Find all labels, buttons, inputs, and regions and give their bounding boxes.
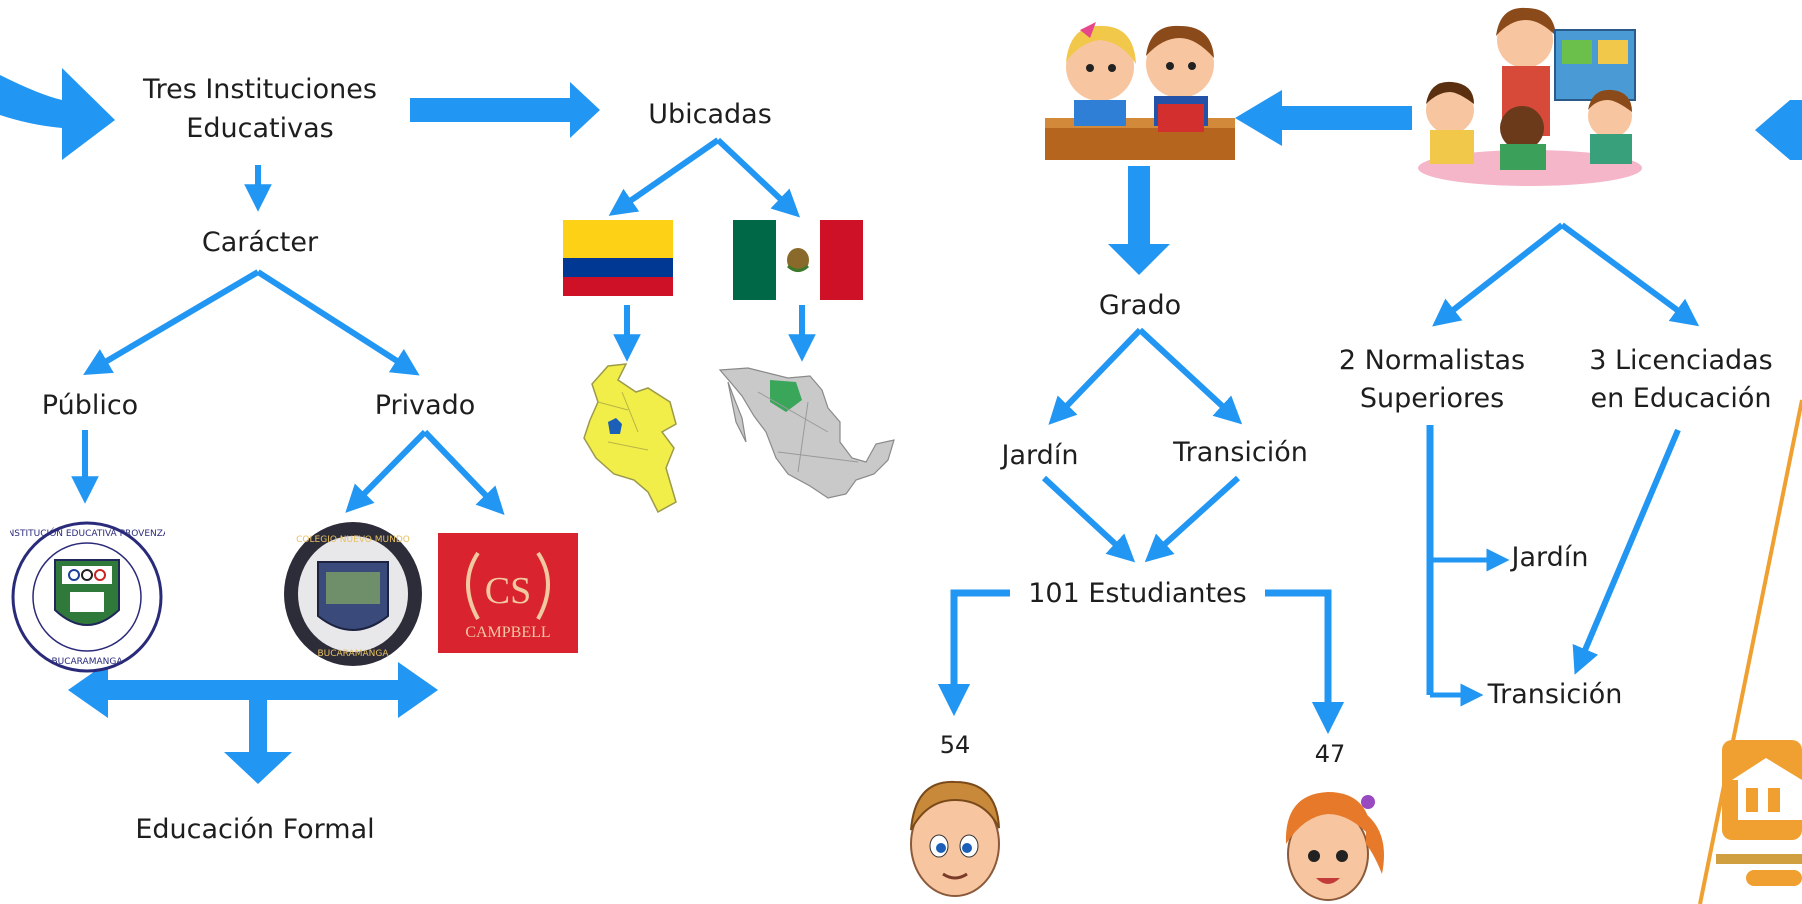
licenciadas-to-transition-arrow bbox=[1572, 428, 1681, 675]
colombia-map-icon bbox=[583, 363, 677, 514]
campbell-monogram: CS bbox=[485, 570, 531, 612]
children-to-grade-arrow bbox=[1108, 166, 1170, 275]
nuevo-mundo-seal-icon: COLEGIO NUEVO MUNDO BUCARAMANGA bbox=[284, 522, 422, 666]
girls-count: 47 bbox=[1314, 740, 1346, 768]
private-to-seal-right-arrow bbox=[422, 429, 505, 515]
located-to-mexico-arrow bbox=[715, 137, 801, 218]
licenciadas-line1: 3 Licenciadas bbox=[1589, 345, 1773, 376]
boy-face-icon bbox=[910, 780, 1000, 897]
transition-to-students-arrow bbox=[1144, 475, 1241, 563]
teacher-transition-node: Transición bbox=[1487, 679, 1623, 710]
kinder-to-students-arrow bbox=[1041, 475, 1136, 563]
entry-right-arrow bbox=[1755, 100, 1802, 160]
normalistas-line1: 2 Normalistas bbox=[1338, 345, 1526, 376]
transition-node: Transición bbox=[1173, 437, 1308, 468]
grade-to-kinder-arrow bbox=[1048, 327, 1143, 425]
university-logo-icon bbox=[1716, 740, 1802, 886]
teacher-with-kids-icon bbox=[1418, 7, 1642, 186]
provenza-seal-icon: INSTITUCIÓN EDUCATIVA PROVENZA BUCARAMAN… bbox=[10, 521, 165, 673]
students-node: 101 Estudiantes bbox=[1028, 578, 1247, 609]
root-node-line2: Educativas bbox=[186, 113, 334, 144]
character-to-public-arrow bbox=[83, 269, 260, 376]
teacher-kinder-node: Jardín bbox=[1511, 542, 1589, 573]
girl-face-icon bbox=[1285, 792, 1384, 901]
public-node: Público bbox=[41, 390, 139, 421]
students-to-girls-arrow bbox=[1265, 589, 1345, 735]
kinder-node: Jardín bbox=[1001, 440, 1079, 471]
provenza-seal-city: BUCARAMANGA bbox=[51, 657, 123, 667]
root-to-located-arrow bbox=[410, 82, 600, 138]
grade-to-transition-arrow bbox=[1137, 327, 1243, 425]
decorative-diagonal-line bbox=[1698, 399, 1802, 904]
grade-node: Grado bbox=[1098, 290, 1182, 321]
campbell-seal-icon: CS CAMPBELL bbox=[438, 533, 578, 653]
students-to-boys-arrow bbox=[937, 589, 1010, 717]
formal-education-node: Educación Formal bbox=[135, 814, 375, 845]
private-to-seal-left-arrow bbox=[345, 429, 428, 513]
provenza-seal-text: INSTITUCIÓN EDUCATIVA PROVENZA bbox=[10, 527, 165, 539]
mexico-map-icon bbox=[718, 367, 895, 499]
private-node: Privado bbox=[374, 390, 476, 421]
teacher-to-children-arrow bbox=[1235, 90, 1412, 146]
root-node-line1: Tres Instituciones bbox=[143, 74, 377, 105]
boys-count: 54 bbox=[939, 731, 971, 759]
normalistas-line2: Superiores bbox=[1359, 383, 1505, 414]
character-node: Carácter bbox=[201, 227, 319, 258]
campbell-seal-text: CAMPBELL bbox=[465, 624, 550, 641]
colombia-flag-icon bbox=[563, 220, 673, 296]
character-to-private-arrow bbox=[256, 269, 420, 376]
licenciadas-line2: en Educación bbox=[1590, 383, 1772, 414]
entry-swoosh-arrow bbox=[0, 68, 115, 160]
children-reading-icon bbox=[1045, 22, 1235, 160]
nuevo-mundo-seal-text: COLEGIO NUEVO MUNDO bbox=[296, 535, 410, 545]
teacher-to-licenciadas-arrow bbox=[1560, 222, 1700, 327]
located-node: Ubicadas bbox=[648, 99, 772, 130]
located-to-colombia-arrow bbox=[608, 137, 720, 216]
institutions-double-arrow bbox=[68, 662, 438, 718]
to-formal-arrow bbox=[224, 700, 292, 784]
teacher-to-normalistas-arrow bbox=[1432, 222, 1564, 327]
mexico-flag-icon bbox=[733, 220, 863, 300]
nuevo-mundo-seal-city: BUCARAMANGA bbox=[317, 649, 389, 659]
